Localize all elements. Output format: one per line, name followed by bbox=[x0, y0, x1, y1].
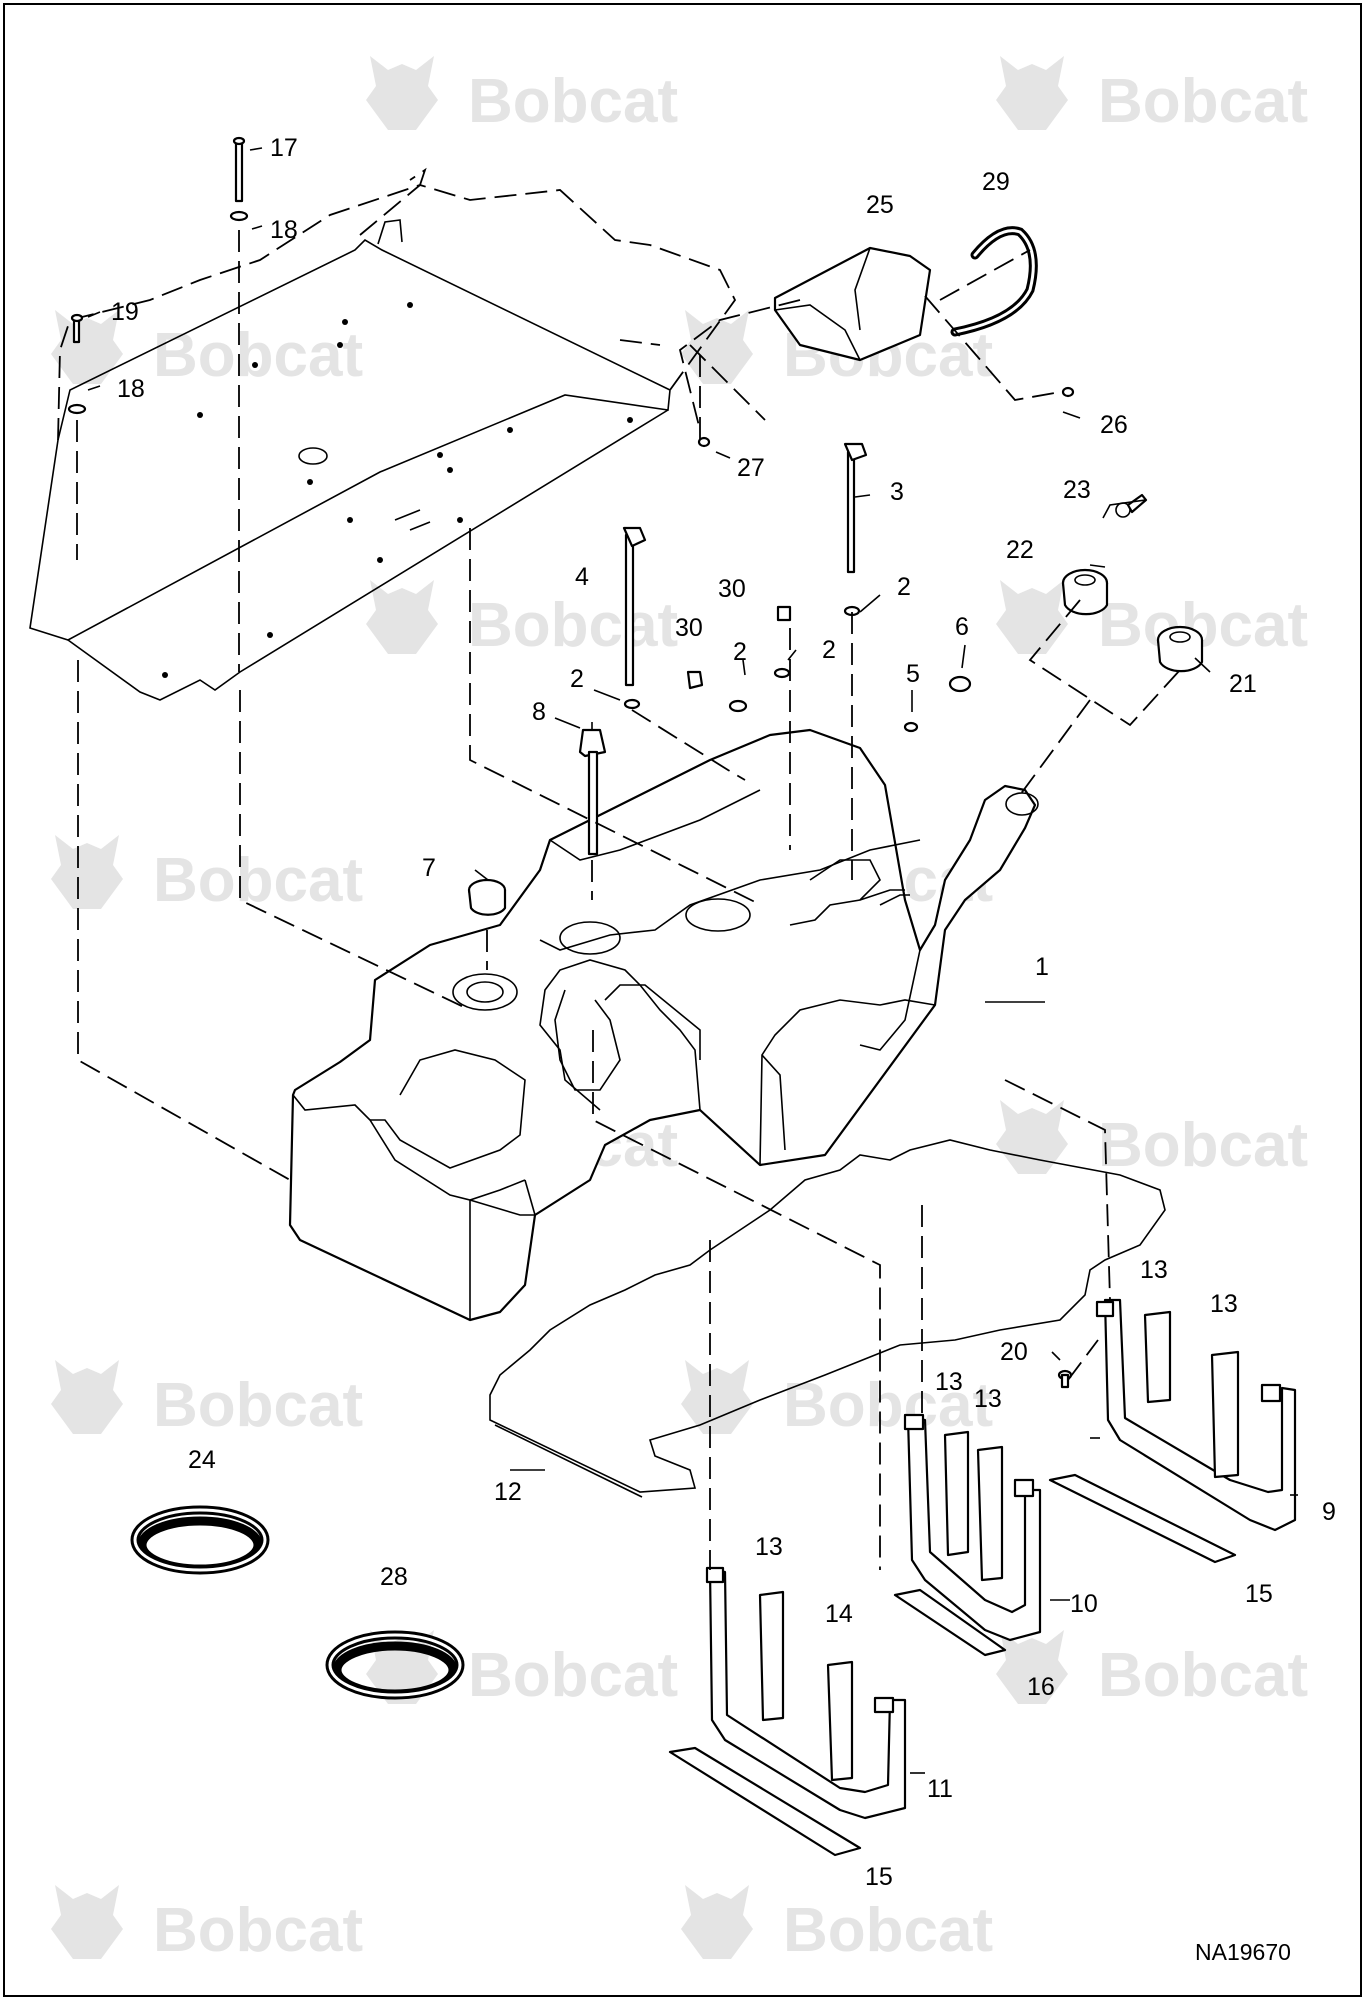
callout-10: 10 bbox=[1070, 1590, 1098, 1618]
callout-24: 24 bbox=[188, 1446, 216, 1474]
strap-pads bbox=[668, 1310, 1240, 1857]
strap-10 bbox=[903, 1413, 1042, 1642]
callout-4: 4 bbox=[575, 563, 589, 591]
callout-2: 2 bbox=[822, 636, 836, 664]
callout-9: 9 bbox=[1322, 1498, 1336, 1526]
callout-13: 13 bbox=[755, 1533, 783, 1561]
callout-13: 13 bbox=[974, 1385, 1002, 1413]
callout-15: 15 bbox=[1245, 1580, 1273, 1608]
callout-18: 18 bbox=[117, 375, 145, 403]
hose-coil-24 bbox=[130, 1505, 270, 1575]
callout-27: 27 bbox=[737, 454, 765, 482]
callout-3: 3 bbox=[890, 478, 904, 506]
grommets bbox=[623, 605, 972, 733]
callout-labels: 1 2 2 2 2 3 4 5 6 7 8 9 10 11 12 13 13 1… bbox=[111, 134, 1336, 1891]
washers-and-bolts bbox=[67, 136, 1075, 1389]
phantom-lines bbox=[76, 230, 1181, 1570]
watermark-logo: Bobcat bbox=[153, 1371, 363, 1440]
diagram-frame bbox=[3, 3, 1362, 1997]
callout-8: 8 bbox=[532, 698, 546, 726]
callout-2: 2 bbox=[570, 665, 584, 693]
callout-5: 5 bbox=[906, 660, 920, 688]
callout-15: 15 bbox=[865, 1863, 893, 1891]
callout-7: 7 bbox=[422, 854, 436, 882]
watermark-logo: Bobcat bbox=[153, 846, 363, 915]
callout-13: 13 bbox=[935, 1368, 963, 1396]
sender-8 bbox=[578, 722, 607, 856]
watermark-logo: Bobcat bbox=[153, 1896, 363, 1965]
hose-29 bbox=[950, 226, 1038, 337]
leader-lines bbox=[87, 147, 1298, 1774]
cap-22 bbox=[1061, 568, 1109, 616]
fuel-tank bbox=[288, 728, 1039, 1322]
callout-11: 11 bbox=[927, 1775, 953, 1803]
callout-13: 13 bbox=[1210, 1290, 1238, 1318]
key-23 bbox=[1115, 493, 1148, 518]
callout-14: 14 bbox=[825, 1600, 853, 1628]
figure-id: NA19670 bbox=[1195, 1939, 1291, 1965]
callout-26: 26 bbox=[1100, 411, 1128, 439]
watermark-logo: Bobcat bbox=[783, 1371, 993, 1440]
callout-17: 17 bbox=[270, 134, 298, 162]
callout-30: 30 bbox=[675, 614, 703, 642]
watermark-logo: Bobcat bbox=[1098, 1641, 1308, 1710]
watermark-logo: Bobcat bbox=[468, 1641, 678, 1710]
callout-2: 2 bbox=[897, 573, 911, 601]
callout-2: 2 bbox=[733, 638, 747, 666]
hose-coil-28 bbox=[325, 1630, 465, 1700]
watermark-logo: Bobcat bbox=[1098, 67, 1308, 136]
callout-1: 1 bbox=[1035, 953, 1049, 981]
callout-13: 13 bbox=[1140, 1256, 1168, 1284]
callout-6: 6 bbox=[955, 613, 969, 641]
callout-20: 20 bbox=[1000, 1338, 1028, 1366]
callout-28: 28 bbox=[380, 1563, 408, 1591]
watermark-logo: Bobcat bbox=[1098, 1111, 1308, 1180]
tank-bottom-pad bbox=[489, 1139, 1166, 1498]
floor-panel bbox=[29, 167, 737, 701]
callout-12: 12 bbox=[494, 1478, 522, 1506]
guard-25 bbox=[773, 246, 932, 362]
callout-21: 21 bbox=[1229, 670, 1257, 698]
callout-25: 25 bbox=[866, 191, 894, 219]
tube-4 bbox=[622, 526, 647, 687]
strap-11 bbox=[705, 1566, 907, 1820]
tube-3 bbox=[843, 442, 868, 574]
callout-18: 18 bbox=[270, 216, 298, 244]
callout-30: 30 bbox=[718, 575, 746, 603]
cap-21 bbox=[1156, 625, 1204, 673]
strap-9 bbox=[1095, 1298, 1297, 1532]
cap-7 bbox=[467, 878, 507, 916]
watermark-logo: Bobcat bbox=[783, 1896, 993, 1965]
watermark-logo: Bobcat bbox=[468, 591, 678, 660]
watermark-logo: Bobcat bbox=[468, 67, 678, 136]
callout-29: 29 bbox=[982, 168, 1010, 196]
callout-16: 16 bbox=[1027, 1673, 1055, 1701]
callout-23: 23 bbox=[1063, 476, 1091, 504]
watermark-logo: Bobcat bbox=[153, 321, 363, 390]
callout-19: 19 bbox=[111, 298, 139, 326]
callout-22: 22 bbox=[1006, 536, 1034, 564]
